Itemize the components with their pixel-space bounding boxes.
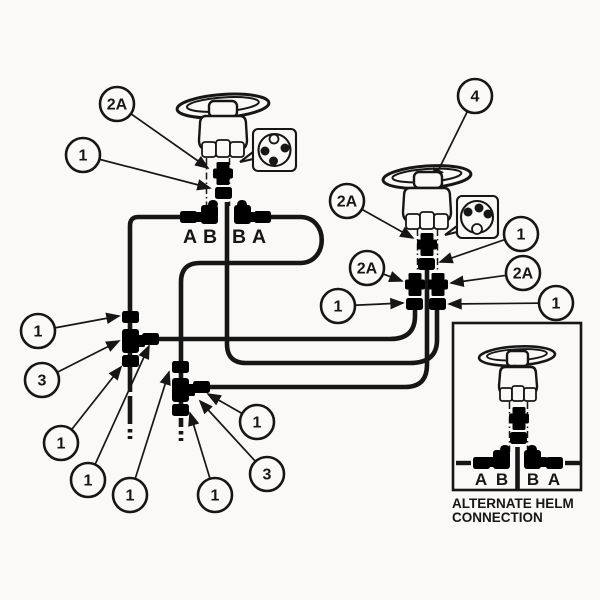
svg-text:2A: 2A	[513, 266, 534, 283]
port-open-bottom	[471, 223, 483, 235]
callout-6: 2A	[504, 254, 542, 292]
left-helm-port-nuts	[201, 139, 245, 158]
hose-right-A-uturn-to-tee2	[178, 214, 324, 441]
tee2-top-nut-1	[172, 361, 189, 373]
left-helm-manifold: A B B A	[180, 200, 271, 248]
callout-16: 1	[238, 403, 276, 441]
svg-text:2A: 2A	[107, 97, 128, 114]
callout-12: 1	[69, 461, 107, 499]
right-helm	[381, 164, 500, 310]
svg-text:1: 1	[552, 296, 561, 313]
port-label: B	[203, 226, 217, 248]
tee2-fitting-3	[172, 378, 195, 402]
svg-text:1: 1	[34, 324, 43, 341]
inset-manifold-elbow-B-left	[487, 445, 510, 469]
svg-text:1: 1	[211, 488, 220, 505]
tee-assembly-2	[172, 361, 210, 416]
inset-manifold-nut-A-right	[546, 457, 563, 469]
manifold-nut-A-right	[254, 211, 271, 223]
tee1-bottom-nut-1	[122, 355, 139, 367]
hose-tee2-branch-to-right-center	[209, 266, 430, 390]
hose-tee1-branch-to-right-A	[150, 306, 418, 342]
hydraulic-hoses	[127, 202, 440, 441]
callout-15: 3	[248, 455, 286, 493]
tee-assembly-1	[122, 311, 159, 367]
svg-text:3: 3	[38, 373, 47, 390]
callout-11: 1	[42, 424, 80, 462]
inset-border	[451, 321, 583, 492]
port-filled-upper-left	[463, 207, 473, 217]
port-open-top	[268, 133, 280, 145]
callout-7: 1	[319, 287, 357, 325]
right-manifold-union-left-2A	[405, 273, 425, 296]
callout-4: 1	[502, 215, 540, 253]
callout-balloons: 2A 1 4 2A 1 2A 2A 1 1 1 3 1 1 1 1 3 1	[19, 77, 575, 514]
inset-port-label: B	[527, 470, 539, 489]
inset-helm-hub	[505, 349, 530, 368]
right-manifold-nut-left-1	[406, 298, 423, 310]
left-helm	[175, 92, 298, 206]
svg-text:1: 1	[517, 227, 526, 244]
callout-8: 1	[537, 284, 575, 322]
callout-14: 1	[196, 476, 234, 514]
svg-text:1: 1	[126, 488, 135, 505]
tee2-side-nut-1	[193, 381, 210, 393]
port-label: B	[232, 226, 246, 248]
callout-13: 1	[111, 476, 149, 514]
callout-5: 2A	[348, 249, 386, 287]
right-helm-ports-detail-bubble	[444, 194, 500, 240]
svg-text:2A: 2A	[357, 261, 378, 278]
inset-port-label: A	[548, 470, 560, 489]
tee1-side-nut-1	[142, 333, 159, 345]
svg-text:1: 1	[84, 473, 93, 490]
left-helm-union-fitting-2A	[213, 162, 233, 185]
left-helm-hub	[207, 99, 239, 119]
right-manifold-union-right-2A	[428, 273, 448, 296]
right-helm-port-nuts	[405, 211, 449, 230]
tee1-fitting-3	[122, 329, 145, 353]
callout-0: 2A	[98, 85, 136, 123]
alternate-helm-inset: A B B A ALTERNATE HELM CONNECTION	[451, 321, 583, 525]
hose-center-port-to-right-B	[224, 202, 440, 366]
inset-caption-line2: CONNECTION	[452, 510, 543, 525]
svg-text:4: 4	[471, 89, 480, 106]
tee1-top-nut-1	[122, 311, 139, 323]
right-helm-compression-nut-1	[418, 258, 435, 270]
tee2-bottom-nut-1	[172, 404, 189, 416]
manifold-elbow-B-right	[234, 200, 257, 224]
callout-2: 4	[456, 77, 494, 115]
left-helm-compression-nut-1	[215, 187, 232, 199]
port-label: A	[183, 226, 197, 248]
callout-1: 1	[64, 136, 102, 174]
right-helm-hub	[412, 170, 444, 190]
right-helm-union-fitting-2A	[417, 233, 437, 256]
inset-port-label: A	[475, 470, 487, 489]
inset-caption-line1: ALTERNATE HELM	[452, 496, 574, 511]
inset-union-fitting	[509, 407, 529, 430]
inset-port-label: B	[496, 470, 508, 489]
svg-text:1: 1	[253, 415, 262, 432]
right-manifold-nut-right-1	[429, 298, 446, 310]
port-filled-upper-right	[483, 209, 493, 219]
inset-compression-nut	[510, 432, 527, 444]
port-filled-top	[474, 203, 484, 213]
callout-9: 1	[19, 312, 57, 350]
svg-text:3: 3	[263, 467, 272, 484]
inset-helm-port-nuts	[499, 385, 537, 402]
callout-3: 2A	[328, 182, 366, 220]
svg-text:2A: 2A	[337, 194, 358, 211]
port-filled-bottom	[269, 156, 278, 166]
callout-10: 3	[23, 361, 61, 399]
port-label: A	[252, 226, 266, 248]
manifold-nut-A-left	[180, 211, 197, 223]
inset-manifold-elbow-B-right	[524, 445, 547, 469]
hose-left-A-to-tee1	[127, 214, 184, 439]
port-filled-left	[260, 146, 270, 156]
svg-text:1: 1	[79, 148, 88, 165]
svg-text:1: 1	[57, 436, 66, 453]
left-helm-ports-detail-bubble	[239, 127, 298, 173]
svg-text:1: 1	[334, 299, 343, 316]
port-filled-right	[280, 143, 290, 153]
